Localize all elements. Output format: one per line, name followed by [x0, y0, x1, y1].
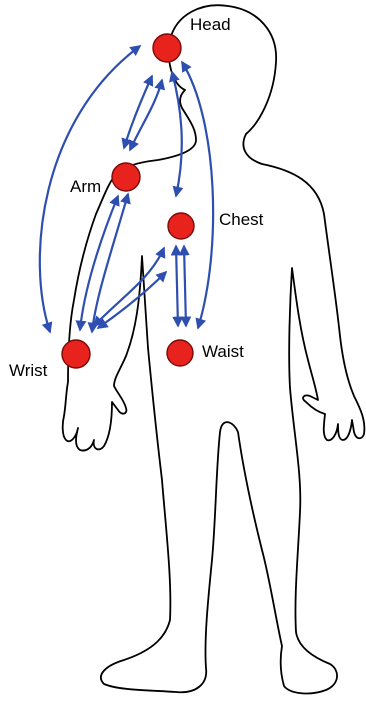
label-head: Head	[190, 15, 231, 34]
label-arm: Arm	[70, 177, 101, 196]
connector-head-arm-a	[124, 76, 152, 148]
label-wrist: Wrist	[9, 361, 48, 380]
node-chest	[168, 213, 194, 239]
label-chest: Chest	[219, 210, 264, 229]
label-waist: Waist	[202, 342, 244, 361]
node-waist	[167, 340, 193, 366]
node-arm	[112, 163, 140, 191]
node-head	[153, 34, 181, 62]
node-wrist	[62, 340, 90, 368]
